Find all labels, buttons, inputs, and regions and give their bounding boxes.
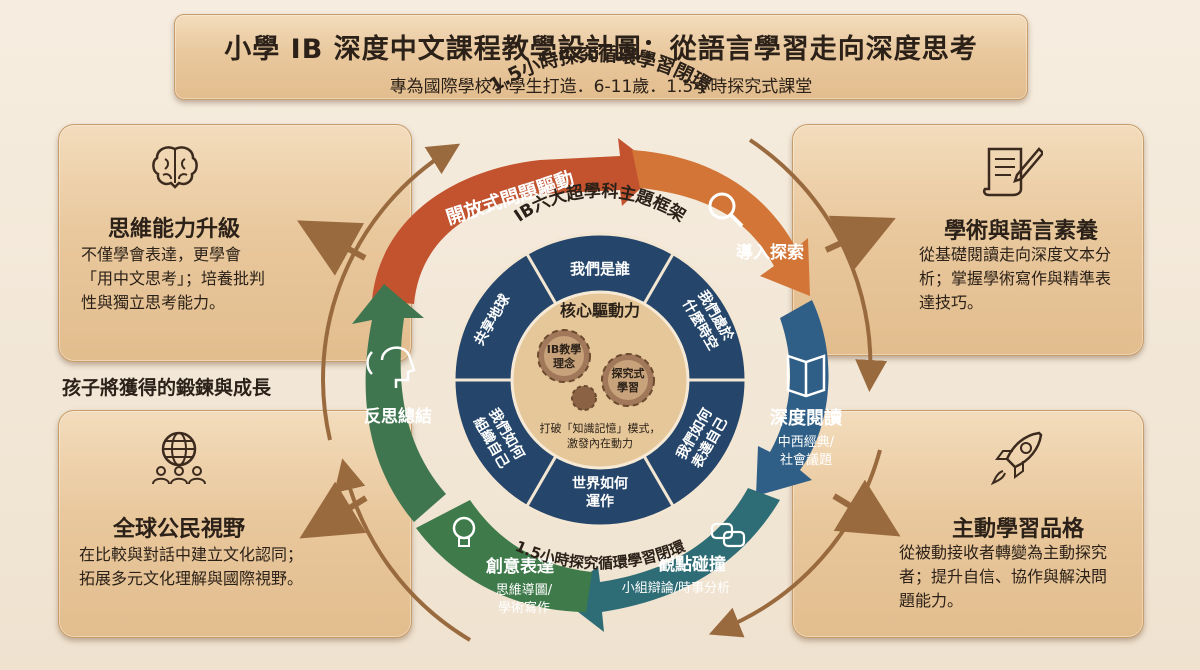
theme-world-line: 世界如何 [572, 475, 628, 492]
card-proactive-body: 從被動接收者轉變為主動探究 者；提升自信、協作與解決問 題能力。 [899, 541, 1139, 613]
card-global-body: 在比較與對話中建立文化認同； 拓展多元文化理解與國際視野。 [79, 543, 379, 591]
stage-creative-sub: 學術寫作 [498, 600, 550, 616]
body-line: 者；提升自信、協作與解決問 [899, 567, 1108, 586]
card-thinking-title: 思維能力升級 [107, 217, 240, 242]
theme-world-line: 運作 [586, 493, 614, 510]
body-line: 達技巧。 [919, 293, 984, 312]
theme-who-we-are: 我們是誰 [570, 260, 630, 278]
gear-left-line: 理念 [553, 356, 576, 370]
brain-icon [152, 146, 198, 189]
rocket-icon [990, 431, 1043, 486]
reflect-head-icon [366, 346, 416, 388]
card-thinking-body: 不僅學會表達，更學會 「用中文思考」；培養批判 性與獨立思考能力。 [81, 243, 321, 315]
card-global-title: 全球公民視野 [112, 517, 245, 542]
page-title: 小學 IB 深度中文課程教學設計圖：從語言學習走向深度思考 [224, 34, 978, 65]
stage-creative-title: 創意表達 [485, 556, 554, 577]
gear-left-line: IB教學 [547, 342, 581, 356]
arc-top-label: 1.5小時探究循環學習閉環 [485, 43, 715, 98]
stage-reading-band [756, 300, 829, 496]
gear-right-line: 學習 [617, 380, 639, 394]
connector-arrow [824, 215, 896, 271]
connector-arrow [299, 481, 368, 539]
core-note-line: 激發內在動力 [567, 436, 633, 450]
stage-debate-title: 觀點碰撞 [658, 554, 726, 575]
body-line: 在比較與對話中建立文化認同； [79, 545, 304, 564]
scroll-pen-icon [982, 147, 1043, 197]
gear-icon [601, 353, 655, 407]
stage-debate-sub: 小組辯論/時事分析 [622, 580, 730, 596]
stage-reflect-title: 反思總結 [364, 406, 432, 427]
stage-reading-title: 深度閱讀 [770, 407, 842, 429]
body-line: 從基礎閱讀走向深度文本分 [919, 245, 1112, 264]
body-line: 拓展多元文化理解與國際視野。 [79, 569, 304, 588]
stage-explore-title: 導入探索 [736, 242, 804, 263]
lightbulb-icon [452, 516, 476, 547]
gear-icon [537, 329, 591, 383]
title-board: 小學 IB 深度中文課程教學設計圖：從語言學習走向深度思考 專為國際學校小學生打… [174, 14, 1028, 100]
body-line: 「用中文思考」；培養批判 [81, 269, 266, 288]
stage-creative-sub: 思維導圖/ [496, 583, 553, 598]
connector-arrow [832, 479, 901, 537]
body-line: 性與獨立思考能力。 [81, 293, 226, 312]
card-academic-body: 從基礎閱讀走向深度文本分 析；掌握學術寫作與精準表 達技巧。 [919, 243, 1139, 315]
stage-open-band [372, 138, 660, 304]
gear-right-line: 探究式 [612, 366, 645, 380]
connector-arrow [296, 220, 367, 276]
outer-cycle-arrow [321, 143, 461, 441]
body-line: 不僅學會表達，更學會 [81, 245, 242, 264]
stage-reflect-band [352, 284, 446, 522]
body-line: 從被動接收者轉變為主動探究 [899, 543, 1108, 562]
stage-explore-band [632, 150, 810, 296]
core-note-line: 打破「知識記憶」模式， [540, 421, 661, 435]
chat-bubbles-icon [710, 522, 746, 548]
body-line: 析；掌握學術寫作與精準表 [919, 269, 1112, 288]
outcomes-caption: 孩子將獲得的鍛鍊與成長 [62, 377, 272, 399]
globe-people-icon [152, 431, 206, 485]
gear-icon [571, 385, 597, 411]
magnifier-icon [708, 192, 744, 228]
core-title: 核心驅動力 [560, 301, 640, 320]
stage-reading-sub: 中西經典/ [778, 435, 835, 450]
body-line: 題能力。 [899, 591, 964, 610]
page-subtitle: 專為國際學校小學生打造．6-11歲．1.5小時探究式課堂 [389, 77, 813, 97]
card-proactive-title: 主動學習品格 [951, 517, 1084, 542]
stage-reading-sub: 社會議題 [780, 452, 832, 468]
stage-creative-band [416, 500, 592, 612]
card-academic-title: 學術與語言素養 [943, 219, 1098, 244]
book-icon [786, 354, 826, 398]
